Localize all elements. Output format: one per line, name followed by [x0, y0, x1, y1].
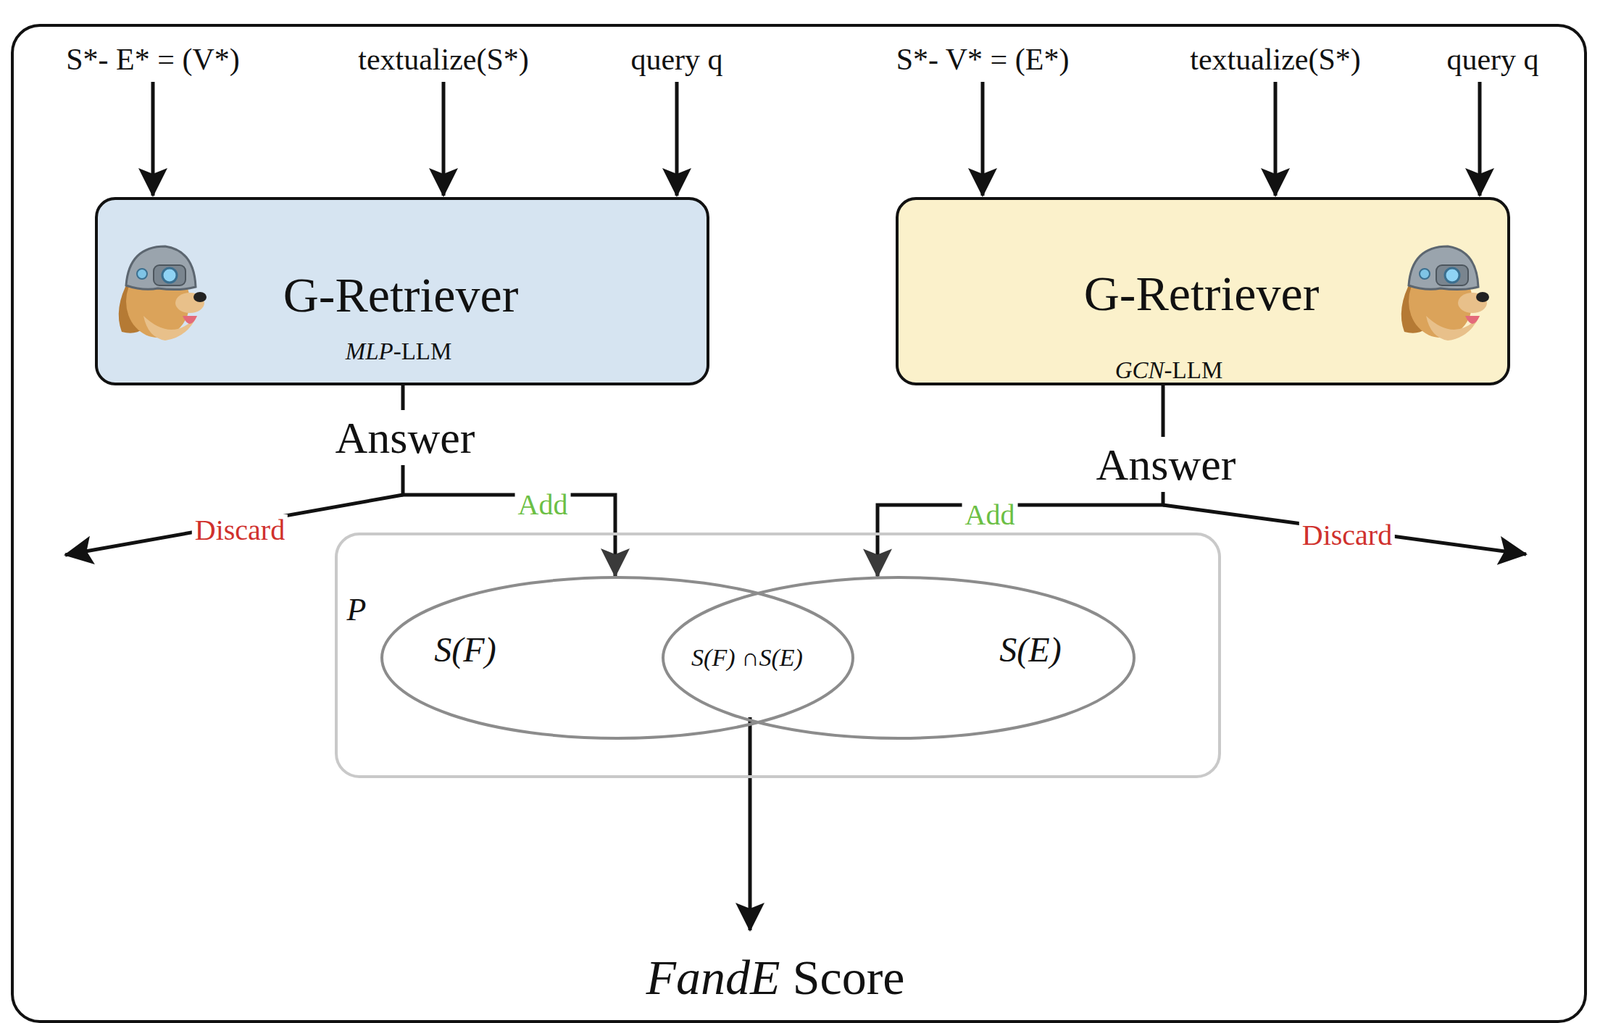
add-label: Add — [962, 499, 1019, 532]
input-label: query q — [1446, 42, 1539, 77]
input-label: S*- E* = (V*) — [65, 42, 240, 77]
node-subtitle: GCN-LLM — [1115, 357, 1224, 384]
add-label: Add — [515, 489, 572, 522]
input-label: textualize(S*) — [1189, 42, 1361, 77]
answer-label: Answer — [1096, 439, 1237, 490]
score-label: FandE Score — [646, 950, 906, 1006]
discard-label: Discard — [1299, 519, 1395, 552]
discard-label: Discard — [192, 514, 288, 547]
node-title: S(E) — [999, 631, 1061, 670]
input-arrows — [152, 81, 1480, 196]
input-label: textualize(S*) — [357, 42, 529, 77]
ellipse-outline — [381, 577, 853, 739]
ellipse-outline — [663, 577, 1135, 739]
input-label: S*- V* = (E*) — [896, 42, 1070, 77]
model-box: G-RetrieverGCN-LLM — [895, 197, 1511, 386]
node-subtitle: MLP-LLM — [345, 338, 453, 365]
node-title: G-Retriever — [1084, 266, 1320, 322]
node-title: S(F) — [434, 631, 496, 670]
model-box: G-RetrieverMLP-LLM — [94, 197, 710, 386]
node-title: P — [347, 592, 367, 628]
intersection-label: S(F) ∩S(E) — [691, 644, 803, 672]
discard-arrows — [65, 494, 1527, 556]
answer-label: Answer — [335, 413, 476, 463]
score-arrow — [748, 717, 753, 931]
input-label: query q — [630, 42, 723, 77]
outer-frame — [12, 25, 1586, 1022]
node-title: G-Retriever — [283, 268, 519, 323]
